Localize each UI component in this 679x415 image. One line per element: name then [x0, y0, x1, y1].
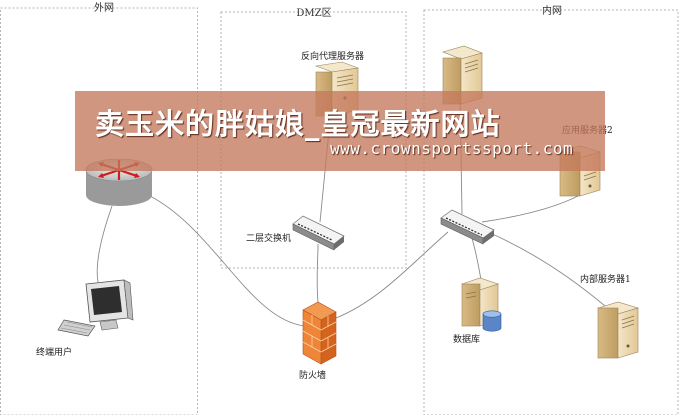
link-firewall-internal-switch: [335, 231, 449, 319]
link-router-terminal: [96, 205, 113, 283]
watermark-url: www.crownsportssport.com: [330, 139, 574, 158]
zone-external-box: [0, 7, 198, 415]
watermark-title: 卖玉米的胖姑娘_皇冠最新网站: [95, 107, 501, 141]
link-firewall-dmz-switch: [316, 243, 319, 303]
internal-server-1-label: 内部服务器1: [580, 273, 631, 285]
link-internal-switch-app2: [481, 195, 579, 223]
terminal-user-label: 终端用户: [36, 346, 72, 358]
zone-dmz-title: DMZ区: [296, 7, 331, 19]
internal-server-1-icon: [596, 301, 640, 359]
reverse-proxy-label: 反向代理服务器: [301, 50, 364, 62]
dmz-l2-switch-icon: [292, 215, 345, 251]
link-internal-switch-server1: [487, 231, 606, 307]
watermark-banner: 卖玉米的胖姑娘_皇冠最新网站 www.crownsportssport.com: [75, 91, 605, 171]
zone-internal-title: 内网: [542, 4, 562, 17]
zone-internal-box: [423, 9, 679, 415]
firewall-icon: [302, 301, 337, 365]
database-cylinder-icon: [482, 310, 502, 332]
database-label: 数据库: [453, 333, 480, 345]
zone-external-title: 外网: [94, 2, 114, 14]
link-router-firewall: [149, 195, 306, 327]
firewall-label: 防火墙: [299, 369, 326, 381]
l2-switch-label: 二层交换机: [246, 232, 291, 244]
terminal-computer-icon: [57, 279, 134, 337]
internal-switch-icon: [440, 209, 495, 245]
